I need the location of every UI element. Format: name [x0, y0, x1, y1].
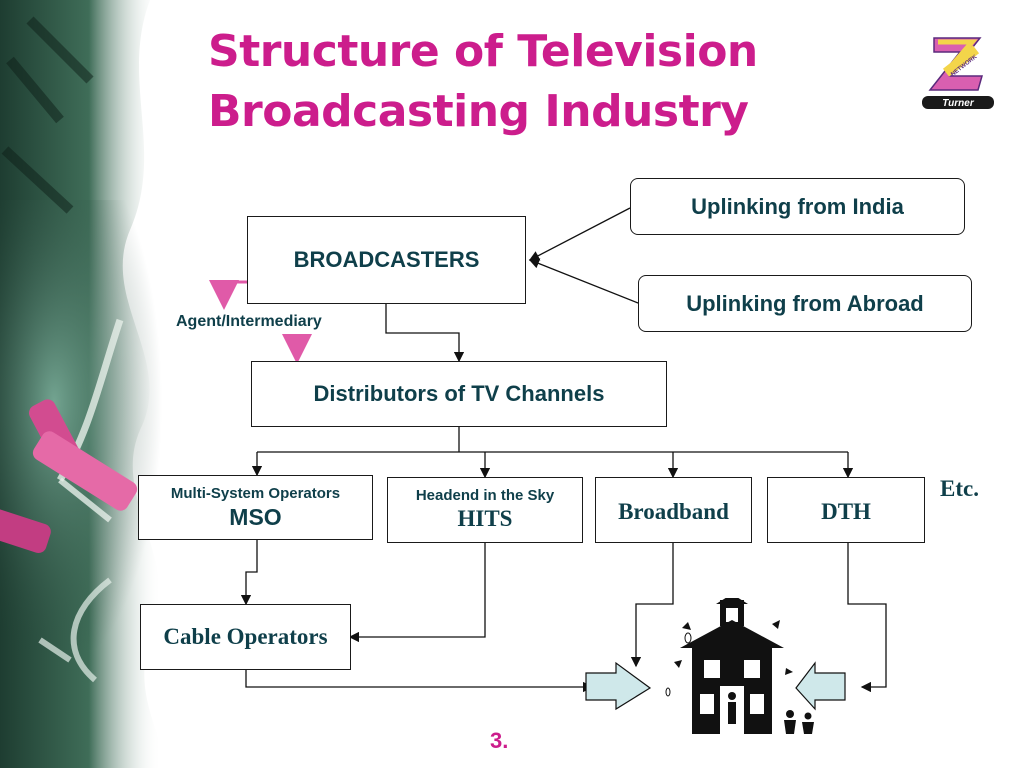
mso-full-label: Multi-System Operators: [170, 484, 341, 502]
slide-number: 3.: [490, 728, 509, 753]
uplink-abroad-label: Uplinking from Abroad: [686, 290, 924, 316]
connector-hits-to-cable: [348, 543, 486, 643]
connector-india-to-broadcasters: [528, 207, 631, 261]
logo-turner-text: Turner: [942, 98, 975, 109]
hits-short-label: HITS: [457, 506, 513, 531]
chalk-sticks: [0, 399, 138, 554]
broadband-label: Broadband: [618, 499, 729, 524]
block-arrow-right-icon: [795, 661, 846, 711]
mso-short-label: MSO: [229, 503, 282, 530]
cable-operators-box: Cable Operators: [140, 604, 351, 670]
distributors-box: Distributors of TV Channels: [251, 361, 667, 427]
hits-full-label: Headend in the Sky: [415, 487, 555, 504]
title-line-2: Broadcasting Industry: [208, 86, 749, 137]
connector-dth-to-consumer: [847, 543, 887, 693]
etc-label: Etc.: [940, 476, 979, 501]
page-title: Structure of Television Broadcasting Ind…: [208, 22, 758, 142]
connector-abroad-to-broadcasters: [528, 258, 639, 304]
zee-network-turner-logo: NETWORK Turner: [922, 37, 994, 109]
broadband-box: Broadband: [595, 477, 752, 543]
uplink-india-box: Uplinking from India: [630, 178, 965, 235]
dth-box: DTH: [767, 477, 925, 543]
uplink-india-label: Uplinking from India: [691, 193, 904, 219]
dth-label: DTH: [821, 499, 871, 524]
mso-box: Multi-System Operators MSO: [138, 475, 373, 540]
broadcasters-label: BROADCASTERS: [293, 247, 480, 272]
broadcasters-box: BROADCASTERS: [247, 216, 526, 304]
uplink-abroad-box: Uplinking from Abroad: [638, 275, 972, 332]
connector-broadband-to-consumer: [630, 543, 674, 668]
cable-operators-label: Cable Operators: [163, 624, 328, 649]
house-with-people-icon: [665, 598, 814, 734]
connector-cable-to-consumer: [245, 670, 594, 693]
hits-box: Headend in the Sky HITS: [387, 477, 583, 543]
block-arrow-left-icon: [585, 661, 652, 711]
chalkboard-side-art: [0, 0, 180, 768]
distributors-label: Distributors of TV Channels: [313, 381, 605, 406]
agent-intermediary-label: Agent/Intermediary: [176, 313, 322, 330]
title-line-1: Structure of Television: [208, 26, 758, 77]
connector-mso-to-cable: [240, 540, 258, 606]
pink-arrow-broadcasters: [209, 280, 247, 310]
connector-broadcasters-to-distributors: [385, 304, 465, 363]
